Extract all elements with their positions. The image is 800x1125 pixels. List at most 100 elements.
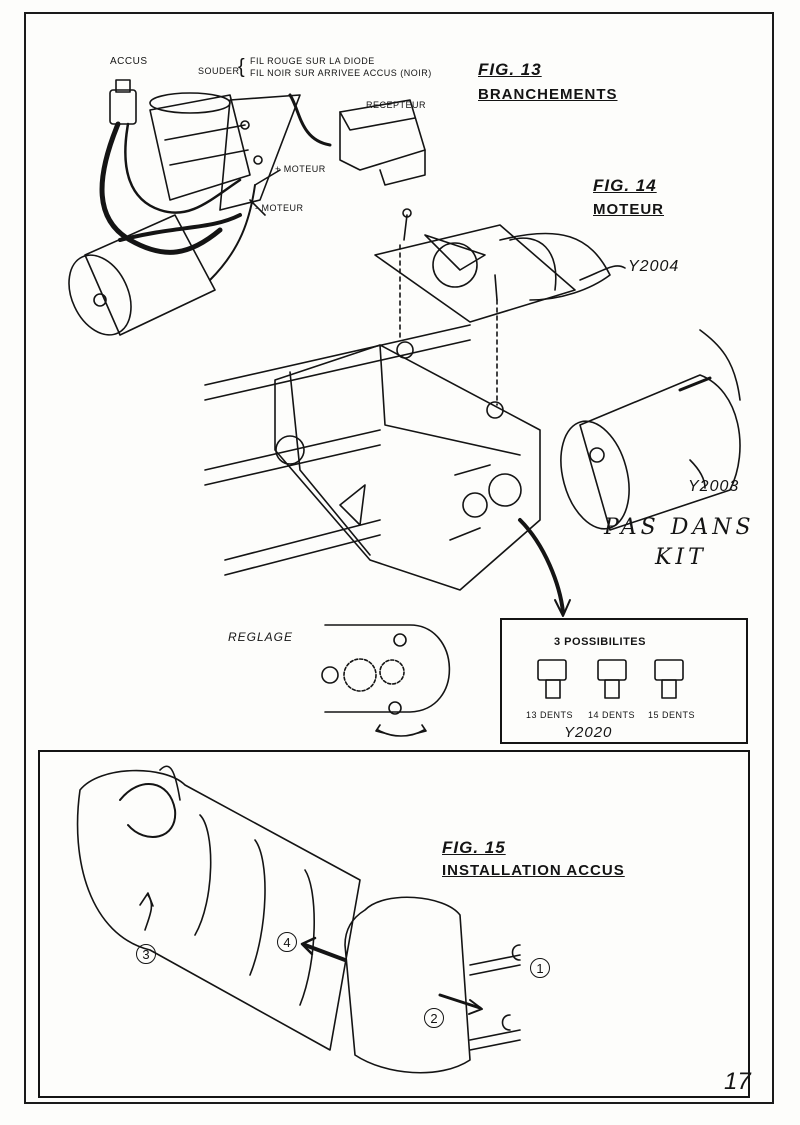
reglage-plate xyxy=(324,624,451,713)
servo-leader xyxy=(579,265,626,281)
handwritten-line-2: KIT xyxy=(655,545,707,570)
rod xyxy=(469,1029,521,1051)
fig14-subtitle: MOTEUR xyxy=(593,201,664,218)
motor-wire xyxy=(699,329,741,401)
receiver-edge xyxy=(339,111,416,131)
gear-partial xyxy=(321,666,339,684)
screw-head xyxy=(402,208,412,218)
motor-slot xyxy=(678,376,712,392)
motor-leader-lines xyxy=(249,169,281,216)
post xyxy=(396,341,414,359)
end-cap xyxy=(344,896,471,1074)
inset-heading: 3 POSSIBILITES xyxy=(554,636,646,648)
inset-arrow xyxy=(518,518,565,614)
bracket xyxy=(219,94,301,211)
screw xyxy=(403,214,408,241)
step-1-marker: 1 xyxy=(530,958,550,978)
souder-label: SOUDER xyxy=(198,66,240,76)
gear-14-hub xyxy=(604,679,620,699)
fig14-motor-face xyxy=(560,420,630,530)
plus-moteur-label: + MOTEUR xyxy=(275,164,326,174)
step-3-marker: 3 xyxy=(136,944,156,964)
gear-small xyxy=(379,659,405,685)
rail xyxy=(224,519,381,576)
gear-large xyxy=(343,658,377,692)
fig15-panel xyxy=(38,750,750,1098)
fig13-motor-end xyxy=(68,254,132,336)
adjust-arrowheads xyxy=(375,724,427,734)
fig14-motor-drawing xyxy=(204,208,741,617)
step-2-marker: 2 xyxy=(424,1008,444,1028)
guide-lines xyxy=(399,244,498,406)
part-y2020: Y2020 xyxy=(564,724,613,741)
chassis-cutout xyxy=(339,484,366,526)
fig13-motor-shaft xyxy=(93,293,107,307)
option-15-teeth: 15 DENTS xyxy=(648,710,696,720)
adjust-arrow xyxy=(377,729,425,737)
motor-mount-hole xyxy=(488,473,522,507)
diode-bands xyxy=(164,124,249,166)
rod xyxy=(469,954,521,976)
solder-point xyxy=(253,155,263,165)
gear-options-inset: 3 POSSIBILITES 13 DENTS 14 DENTS 15 DENT… xyxy=(500,618,748,744)
servo-arm xyxy=(424,234,486,271)
cell-line xyxy=(194,814,212,936)
fig14-title: FIG. 14 xyxy=(593,176,657,195)
motor-black-lead xyxy=(118,213,242,242)
reglage-label: REGLAGE xyxy=(228,630,294,644)
motor-lead xyxy=(209,184,256,281)
pinion-gear xyxy=(462,492,488,518)
step4-arrow xyxy=(303,943,347,962)
fig13-wiring-drawing xyxy=(68,79,426,336)
fig13-title: FIG. 13 xyxy=(478,60,542,79)
battery-connector xyxy=(109,89,137,125)
adjust-screw xyxy=(388,701,402,715)
servo-horn xyxy=(432,242,478,288)
option-13-teeth: 13 DENTS xyxy=(526,710,574,720)
receiver-wire xyxy=(288,93,332,147)
reglage-drawing xyxy=(321,624,451,737)
adjust-screw xyxy=(393,633,407,647)
fig15-title: FIG. 15 xyxy=(442,838,506,857)
step-4-marker: 4 xyxy=(277,932,297,952)
servo-body-line xyxy=(509,237,557,291)
inset-gears-drawing xyxy=(537,659,684,699)
motor-leader xyxy=(689,459,706,489)
step2-arrowhead xyxy=(468,999,483,1015)
step4-arrowhead xyxy=(300,936,317,956)
receiver-box xyxy=(339,99,426,171)
part-y2004: Y2004 xyxy=(628,258,680,275)
recepteur-label: RECEPTEUR xyxy=(366,100,427,110)
rail xyxy=(204,324,471,401)
post xyxy=(486,401,504,419)
chassis-inner xyxy=(379,344,521,456)
inset-arrowhead xyxy=(554,599,571,617)
wire-red-label: FIL ROUGE SUR LA DIODE xyxy=(250,56,375,66)
step3-arrowhead xyxy=(139,892,154,907)
cell-line xyxy=(299,869,315,1006)
servo-plate xyxy=(374,224,576,323)
handwritten-line-1: PAS DANS xyxy=(604,515,755,540)
page-number: 17 xyxy=(724,1068,751,1095)
page-border xyxy=(24,12,774,1104)
fig15-subtitle: INSTALLATION ACCUS xyxy=(442,862,625,879)
gear-13-hub xyxy=(545,679,561,699)
circlip xyxy=(501,1014,511,1031)
option-14-teeth: 14 DENTS xyxy=(588,710,636,720)
cell-line xyxy=(249,839,266,976)
fig13-motor-body xyxy=(84,214,216,336)
gear-15-hub xyxy=(661,679,677,699)
servo-body xyxy=(499,232,611,301)
minus-moteur-label: - MOTEUR xyxy=(255,203,304,213)
rail xyxy=(204,429,381,486)
souder-brace: { xyxy=(238,56,245,78)
red-wire xyxy=(124,122,242,214)
step2-arrow xyxy=(438,993,482,1010)
wire-loop xyxy=(119,783,177,838)
circlip xyxy=(511,944,521,961)
wire-black-label: FIL NOIR SUR ARRIVEE ACCUS (NOIR) xyxy=(250,68,432,78)
connector-plug xyxy=(115,79,131,93)
wire-lead xyxy=(159,765,181,801)
bearing xyxy=(275,435,305,465)
